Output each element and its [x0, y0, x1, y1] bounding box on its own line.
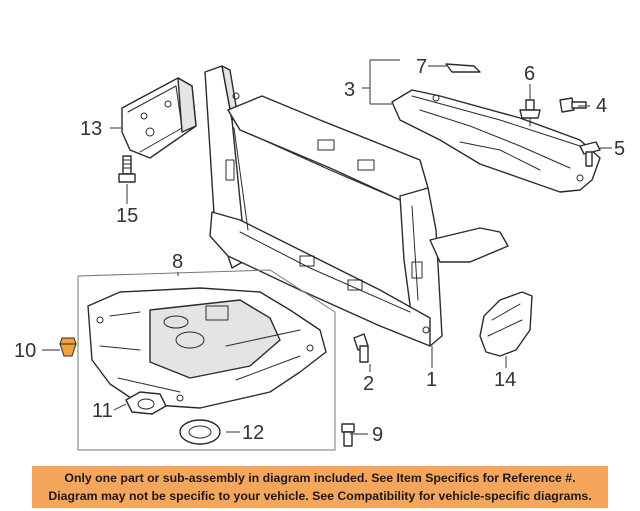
callout-14: 14	[494, 369, 516, 391]
disclaimer-line-2: Diagram may not be specific to your vehi…	[48, 489, 592, 503]
callout-11: 11	[92, 400, 113, 422]
callout-3: 3	[344, 79, 355, 101]
callout-13: 13	[80, 118, 102, 140]
callout-15: 15	[116, 205, 138, 227]
callout-8: 8	[172, 251, 183, 273]
part-5-screw	[579, 141, 601, 167]
part-15-bolt	[118, 155, 136, 183]
part-10-clip	[59, 337, 77, 357]
callout-2: 2	[363, 373, 374, 395]
callout-12: 12	[242, 422, 264, 444]
part-11-bracket	[125, 391, 167, 415]
callout-9: 9	[372, 424, 383, 446]
part-8-under-cover	[87, 287, 327, 409]
callout-6: 6	[524, 63, 535, 85]
part-2-bolt	[353, 333, 369, 363]
disclaimer-banner: Only one part or sub-assembly in diagram…	[32, 466, 608, 508]
callout-4: 4	[596, 95, 607, 117]
callout-7: 7	[416, 56, 427, 78]
part-14-shield	[479, 291, 533, 357]
part-4-bolt	[559, 97, 587, 113]
part-12-ring	[179, 419, 221, 445]
part-13-bracket	[121, 77, 197, 159]
callout-10: 10	[14, 340, 36, 362]
part-9-bolt	[341, 423, 355, 447]
part-7-pad	[445, 63, 481, 73]
callout-5: 5	[614, 138, 625, 160]
part-3-upper-cover	[391, 89, 601, 193]
disclaimer-line-1: Only one part or sub-assembly in diagram…	[64, 471, 576, 485]
part-1-radiator-support	[204, 65, 509, 347]
callout-1: 1	[426, 369, 437, 391]
